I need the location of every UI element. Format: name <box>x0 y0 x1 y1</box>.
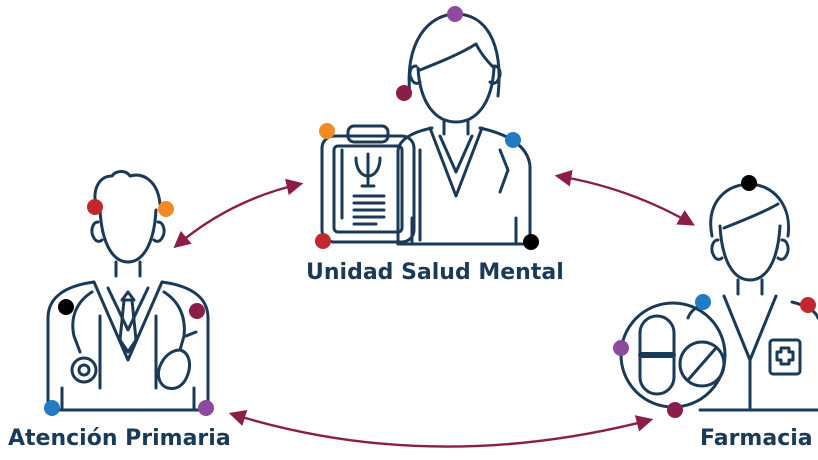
node-label-atencion-primaria: Atención Primaria <box>8 426 231 451</box>
ap-dot-purple <box>198 400 214 416</box>
ap-dot-black <box>58 299 74 315</box>
arrow-ap-far <box>228 409 654 448</box>
doctor-with-stethoscope-icon <box>46 170 210 412</box>
far-dot-maroon <box>667 402 683 418</box>
clinician-with-psychology-clipboard-icon <box>320 12 532 246</box>
far-dot-purple <box>613 340 629 356</box>
node-label-unidad-salud-mental: Unidad Salud Mental <box>306 260 564 285</box>
usm-dot-purple <box>447 6 463 22</box>
arrow-ap-usm <box>173 178 304 249</box>
ap-dot-orange <box>158 201 174 217</box>
arrow-usm-far <box>554 169 695 226</box>
ap-dot-red <box>87 199 103 215</box>
usm-dot-orange <box>319 123 335 139</box>
usm-dot-blue <box>505 132 521 148</box>
usm-dot-red <box>315 233 331 249</box>
node-label-farmacia: Farmacia <box>700 426 813 451</box>
far-dot-black <box>741 175 757 191</box>
far-dot-blue <box>695 294 711 310</box>
far-dot-red <box>800 297 816 313</box>
pharmacist-with-pills-icon <box>619 182 818 412</box>
usm-dot-maroon <box>396 85 412 101</box>
ap-dot-blue <box>44 400 60 416</box>
ap-dot-maroon <box>189 303 205 319</box>
usm-dot-black <box>523 234 539 250</box>
